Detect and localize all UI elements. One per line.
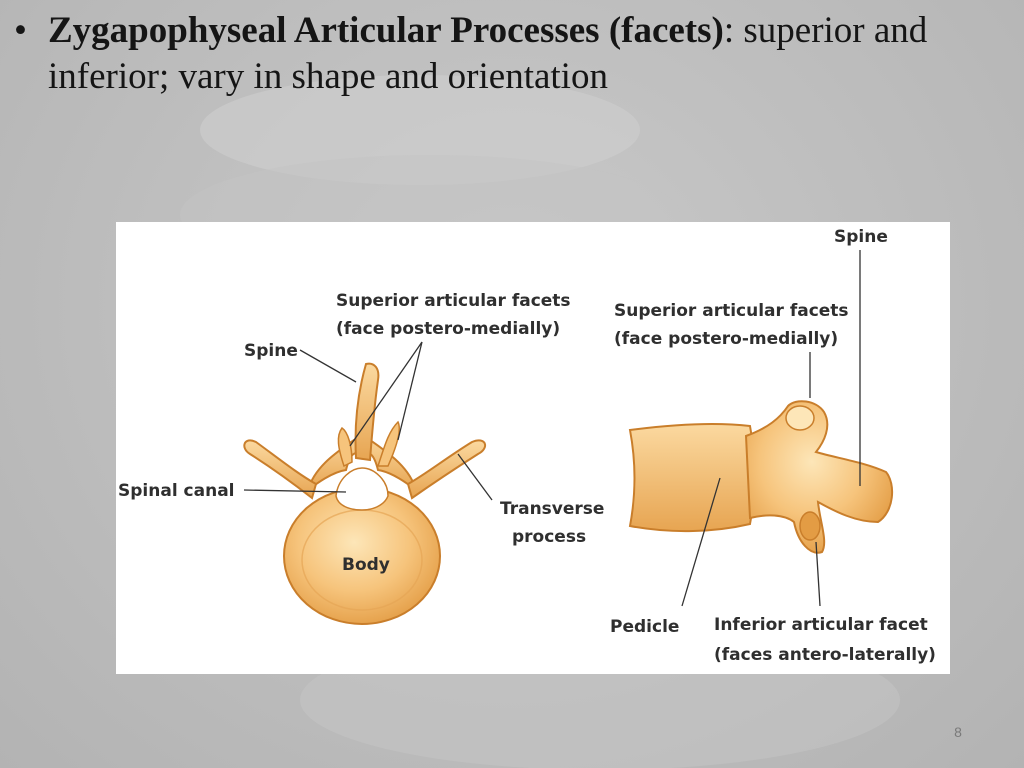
left-label-superior-facets-line2: (face postero-medially): [336, 319, 560, 339]
slide-number: 8: [954, 724, 962, 740]
bullet-point: • Zygapophyseal Articular Processes (fac…: [14, 8, 1014, 100]
right-leader-lines: [681, 250, 861, 607]
left-label-superior-facets-line1: Superior articular facets: [336, 291, 571, 311]
right-label-pedicle: Pedicle: [610, 617, 679, 637]
vertebra-diagram: Spine Superior articular facets (face po…: [116, 222, 950, 674]
right-label-inferior-facet-line1: Inferior articular facet: [714, 615, 928, 635]
left-label-body: Body: [342, 555, 390, 575]
vertebra-superior-view: [243, 362, 487, 625]
left-label-transverse-line2: process: [512, 527, 586, 547]
left-label-transverse-line1: Transverse: [500, 499, 604, 519]
right-label-inferior-facet-line2: (faces antero-laterally): [714, 645, 936, 665]
right-label-superior-facets-line1: Superior articular facets: [614, 301, 849, 321]
lateral-body-shape: [628, 422, 756, 533]
left-label-spine: Spine: [244, 341, 298, 361]
left-leader-lines: [243, 341, 493, 501]
transverse-process-left-shape: [243, 439, 318, 500]
vertebra-lateral-view: [628, 400, 894, 554]
bullet-symbol: •: [14, 10, 27, 51]
transverse-process-right-shape: [406, 439, 487, 500]
bullet-description: : superior and inferior; vary in shape a…: [48, 10, 928, 97]
right-label-spine: Spine: [834, 227, 888, 247]
spinal-canal-shape: [335, 467, 389, 511]
lateral-pedicle-shape: [744, 400, 894, 554]
bullet-text: Zygapophyseal Articular Processes (facet…: [48, 8, 1014, 100]
left-label-spinal-canal: Spinal canal: [118, 481, 235, 501]
bullet-term: Zygapophyseal Articular Processes (facet…: [48, 10, 724, 51]
spinous-process-shape: [354, 362, 380, 462]
right-label-superior-facets-line2: (face postero-medially): [614, 329, 838, 349]
